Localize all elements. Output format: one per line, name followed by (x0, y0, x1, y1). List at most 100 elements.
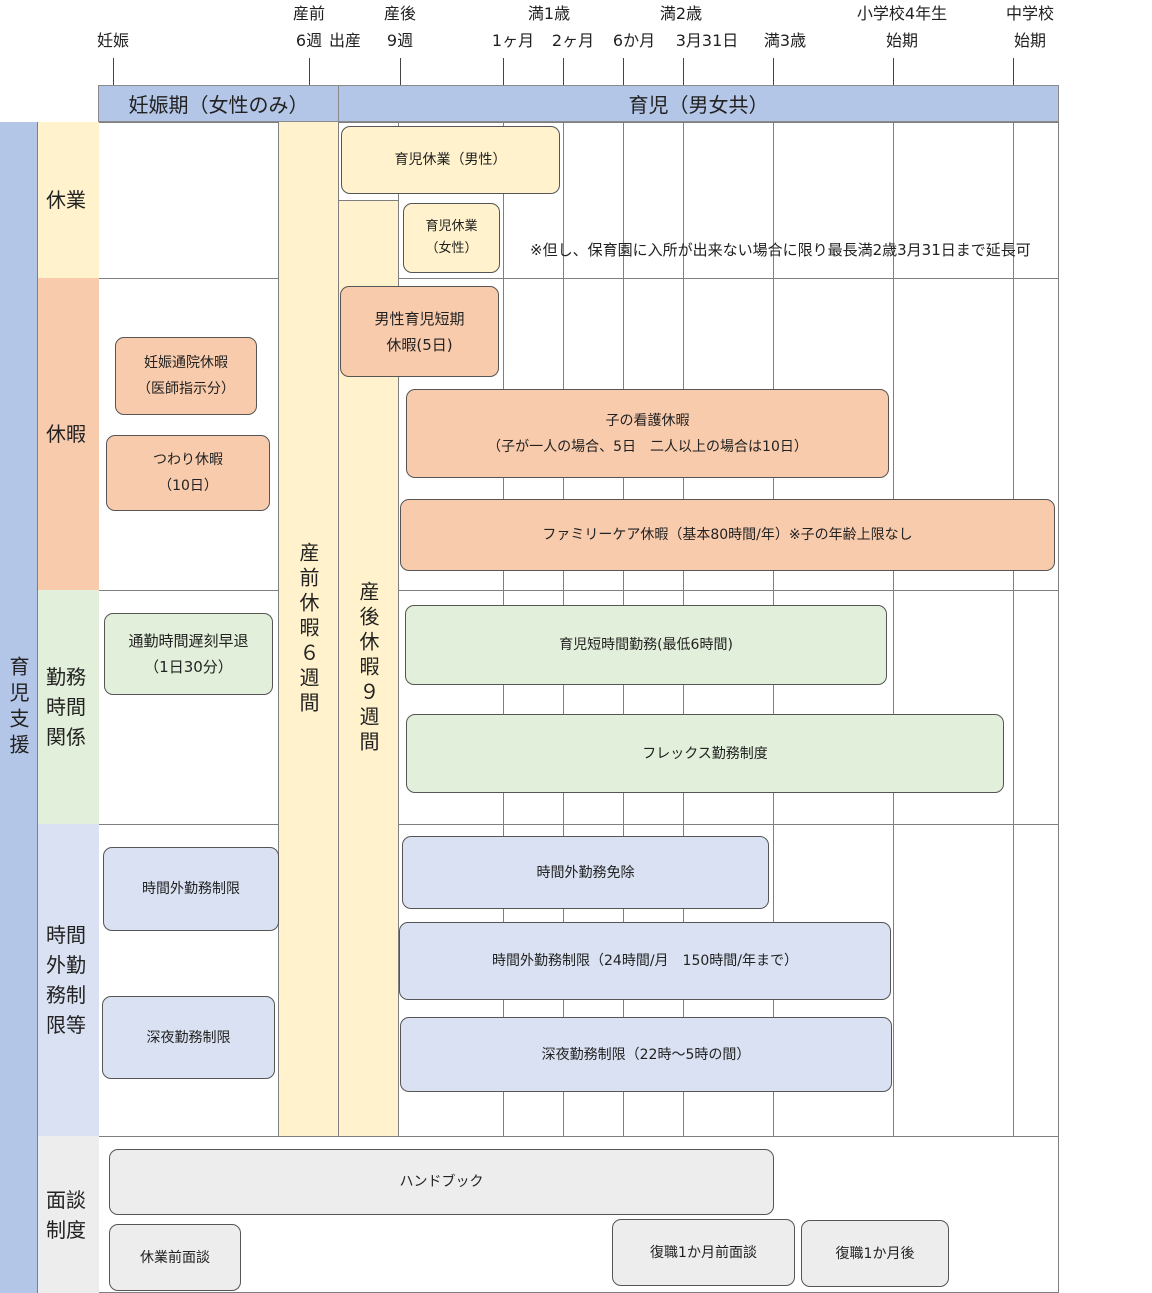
timeline-label-mar31-2: 3月31日 (675, 31, 739, 50)
morning-sickness-leave-line2: （10日） (158, 478, 218, 494)
prenatal-checkup-leave: 妊娠通院休暇 （医師指示分） (115, 337, 257, 415)
category-mendan-label: 面談制度 (46, 1187, 86, 1242)
grid-row-divider (38, 590, 1059, 591)
category-kinmu-label: 勤務時間関係 (46, 665, 86, 749)
childcare-leave-female-line1: 育児休業 (425, 219, 478, 234)
commute-adjust-line1: 通勤時間遅刻早退 (128, 632, 249, 650)
phase-childcare-bar: 育児（男女共） (338, 85, 1059, 122)
return-after-interview: 復職1か月後 (801, 1220, 949, 1287)
timeline-tick (1013, 58, 1014, 85)
category-jikangai: 時間外勤務制限等 (38, 824, 99, 1136)
paternity-short-leave-line2: 休暇(5日) (386, 335, 453, 354)
postnatal-leave-label: 産後休暇９週間 (356, 581, 380, 756)
phase-pregnancy-label: 妊娠期（女性のみ） (128, 93, 309, 117)
paternity-short-leave: 男性育児短期 休暇(5日) (340, 286, 499, 377)
timeline-tick (893, 58, 894, 85)
timeline-label-y2-1: 満2歳 (659, 4, 703, 23)
return-before-interview-text: 復職1か月前面談 (650, 1244, 757, 1261)
grid-time-line (1013, 122, 1014, 1136)
timeline-tick (309, 58, 310, 85)
commute-adjust: 通勤時間遅刻早退 （1日30分） (104, 613, 273, 695)
category-mendan: 面談制度 (38, 1136, 99, 1293)
category-jikangai-label: 時間外勤務制限等 (46, 923, 86, 1037)
category-kyuka: 休暇 (38, 278, 99, 590)
timeline-tick (563, 58, 564, 85)
sick-child-leave-line1: 子の看護休暇 (605, 412, 690, 429)
side-label-column: 育児支援 (0, 122, 38, 1293)
grid-right-border (1058, 122, 1059, 1293)
family-care-leave-text: ファミリーケア休暇（基本80時間/年）※子の年齢上限なし (542, 527, 913, 543)
pre-leave-interview-text: 休業前面談 (140, 1249, 210, 1266)
timeline-label-prenatal6-1: 産前 (292, 4, 326, 23)
timeline-label-postnatal9-1: 産後 (383, 4, 417, 23)
extension-note: ※但し、保育園に入所が出来ない場合に限り最長満2歳3月31日まで延長可 (530, 241, 1031, 259)
category-kyuka-label: 休暇 (46, 422, 86, 446)
timeline-tick (773, 58, 774, 85)
prenatal-leave-label: 産前休暇６週間 (296, 541, 320, 717)
handbook-text: ハンドブック (399, 1174, 484, 1190)
timeline-tick (113, 58, 114, 85)
timeline-label-junior-1: 中学校 (1005, 4, 1055, 23)
category-kyugyo: 休業 (38, 122, 99, 278)
timeline-label-grade4-2: 始期 (885, 31, 919, 50)
morning-sickness-leave-line1: つわり休暇 (153, 452, 223, 468)
family-care-leave: ファミリーケア休暇（基本80時間/年）※子の年齢上限なし (400, 499, 1055, 571)
childcare-leave-female-line2: （女性） (425, 241, 478, 256)
grid-time-line (893, 122, 894, 1136)
timeline-tick (400, 58, 401, 85)
sick-child-leave-line2: （子が一人の場合、5日 二人以上の場合は10日） (487, 438, 808, 455)
grid-row-divider (38, 278, 1059, 279)
short-hours-work-text: 育児短時間勤務(最低6時間) (559, 637, 733, 653)
grid-row-divider (38, 824, 1059, 825)
childcare-leave-male-text: 育児休業（男性） (394, 152, 507, 168)
timeline-label-y1-1: 満1歳 (527, 4, 571, 23)
timeline-label-grade4-1: 小学校4年生 (856, 4, 948, 23)
category-kyugyo-label: 休業 (46, 188, 86, 212)
timeline-label-pregnancy-2: 妊娠 (96, 31, 130, 50)
commute-adjust-line2: （1日30分） (144, 658, 233, 676)
category-kinmu: 勤務時間関係 (38, 590, 99, 824)
night-limit-pregnancy: 深夜勤務制限 (102, 996, 275, 1079)
side-label: 育児支援 (6, 655, 30, 760)
flex-work-text: フレックス勤務制度 (642, 745, 768, 762)
phase-childcare-label: 育児（男女共） (628, 93, 769, 117)
flex-work: フレックス勤務制度 (406, 714, 1004, 793)
childcare-leave-female: 育児休業 （女性） (403, 203, 500, 273)
timeline-label-y3-2: 満3歳 (763, 31, 807, 50)
return-before-interview: 復職1か月前面談 (612, 1219, 795, 1286)
morning-sickness-leave: つわり休暇 （10日） (106, 435, 270, 511)
timeline-label-m2-2: 2ヶ月 (551, 31, 595, 50)
overtime-limit-text: 時間外勤務制限（24時間/月 150時間/年まで） (492, 953, 798, 969)
night-work-limit: 深夜勤務制限（22時～5時の間） (400, 1017, 892, 1092)
phase-pregnancy-bar: 妊娠期（女性のみ） (98, 85, 339, 122)
grid-row-divider (38, 1136, 1059, 1137)
overtime-limit-pregnancy: 時間外勤務制限 (103, 847, 279, 931)
childcare-leave-male: 育児休業（男性） (341, 126, 560, 194)
paternity-short-leave-line1: 男性育児短期 (374, 309, 465, 328)
timeline-tick (503, 58, 504, 85)
overtime-limit-pregnancy-text: 時間外勤務制限 (142, 881, 240, 897)
timeline-label-postnatal9-2: 9週 (386, 31, 414, 50)
night-limit-pregnancy-text: 深夜勤務制限 (146, 1029, 231, 1046)
timeline-label-m6-2: 6か月 (612, 31, 656, 50)
return-after-interview-text: 復職1か月後 (835, 1245, 915, 1262)
prenatal-leave-band: 産前休暇６週間 (278, 122, 339, 1136)
timeline-label-m1-2: 1ヶ月 (491, 31, 535, 50)
timeline-label-birth-2: 出産 (328, 31, 362, 50)
overtime-exemption: 時間外勤務免除 (402, 836, 769, 909)
night-work-limit-text: 深夜勤務制限（22時～5時の間） (541, 1046, 751, 1063)
pre-leave-interview: 休業前面談 (109, 1224, 241, 1291)
sick-child-leave: 子の看護休暇 （子が一人の場合、5日 二人以上の場合は10日） (406, 389, 889, 478)
prenatal-checkup-leave-line1: 妊娠通院休暇 (144, 355, 228, 371)
timeline-label-junior-2: 始期 (1013, 31, 1047, 50)
handbook: ハンドブック (109, 1149, 774, 1215)
timeline-label-prenatal6-2: 6週 (295, 31, 323, 50)
overtime-exemption-text: 時間外勤務免除 (536, 864, 635, 881)
timeline-tick (623, 58, 624, 85)
short-hours-work: 育児短時間勤務(最低6時間) (405, 605, 887, 685)
overtime-limit: 時間外勤務制限（24時間/月 150時間/年まで） (399, 922, 891, 1000)
prenatal-checkup-leave-line2: （医師指示分） (137, 381, 235, 397)
timeline-tick (683, 58, 684, 85)
grid-row-divider (38, 122, 1059, 123)
